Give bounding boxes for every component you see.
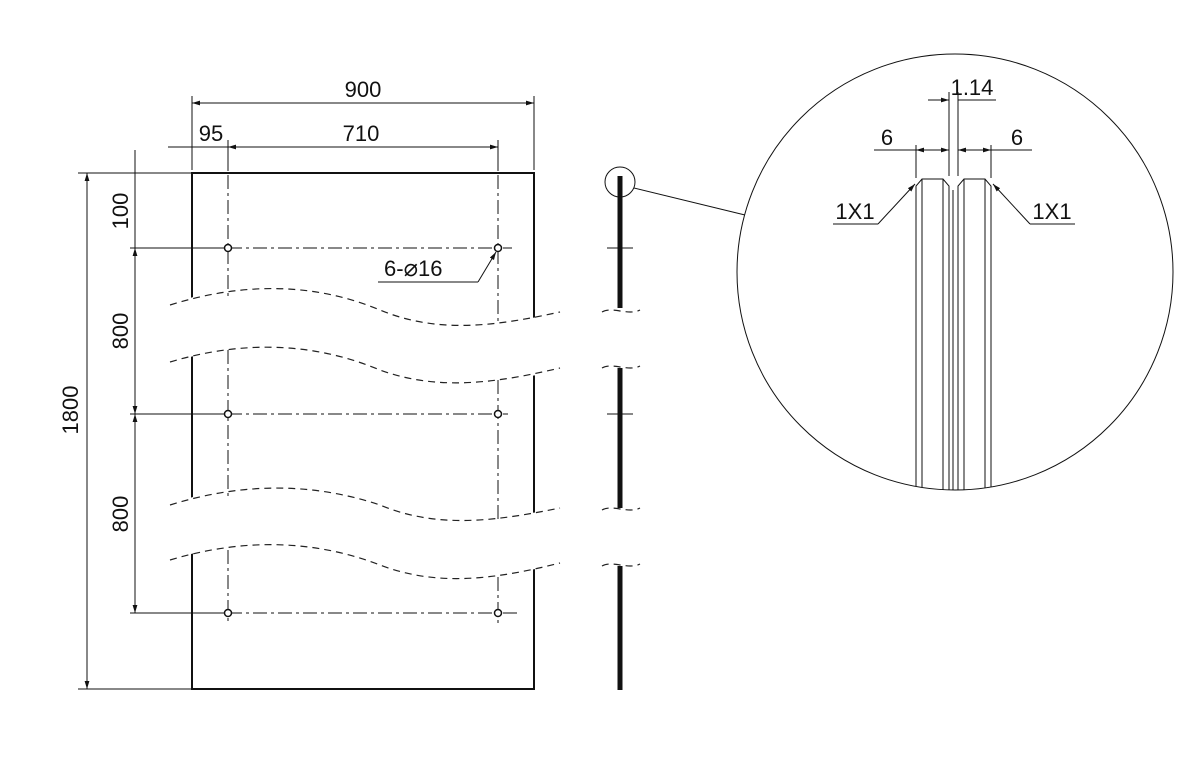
side-view — [601, 166, 746, 690]
front-view: 6-⌀16 900 95 710 1800 100 800 800 — [58, 77, 561, 690]
chamfer-left: 1X1 — [835, 199, 874, 224]
detail-marker-circle — [604, 166, 636, 198]
panel-outline — [191, 172, 535, 690]
break-line-1a — [169, 287, 561, 326]
side-break-mark — [601, 507, 641, 511]
right-glass-pane — [957, 178, 992, 490]
break-mask-2 — [170, 484, 560, 577]
dim-edge-offset: 95 — [199, 121, 223, 146]
left-glass-pane — [915, 178, 950, 490]
hole — [223, 243, 233, 253]
detail-view: 1.14 6 6 1X1 1X1 — [736, 53, 1174, 491]
detail-circle — [736, 53, 1174, 491]
dim-row-spacing-1: 800 — [108, 313, 133, 350]
detail-leader — [633, 187, 746, 216]
dim-hole-spacing: 710 — [343, 121, 380, 146]
hole — [493, 243, 503, 253]
break-mask-1 — [170, 285, 560, 382]
dim-overall-width: 900 — [345, 77, 382, 102]
dim-gap: 1.14 — [951, 75, 994, 100]
hole — [493, 608, 503, 618]
hole-callout-leader-diag — [477, 251, 497, 283]
break-line-1b — [169, 346, 561, 384]
dim-left-glass: 6 — [881, 125, 893, 150]
hole — [223, 608, 233, 618]
hole — [493, 409, 503, 419]
break-line-2b — [169, 544, 561, 580]
side-break-mark — [601, 563, 641, 567]
side-break-mark — [601, 309, 641, 313]
hole — [223, 409, 233, 419]
chamfer-right: 1X1 — [1032, 199, 1071, 224]
dim-top-offset: 100 — [108, 193, 133, 230]
diameter-symbol: ⌀ — [404, 255, 418, 282]
hole-callout-text: 6-⌀16 — [384, 255, 443, 282]
dim-right-glass: 6 — [1011, 125, 1023, 150]
chamfer-leader-right-diag — [992, 183, 1031, 225]
break-line-2a — [169, 487, 561, 522]
dim-row-spacing-2: 800 — [108, 496, 133, 533]
dim-overall-height: 1800 — [58, 386, 83, 435]
side-break-mark — [601, 365, 641, 369]
chamfer-leader-left-diag — [877, 183, 916, 225]
